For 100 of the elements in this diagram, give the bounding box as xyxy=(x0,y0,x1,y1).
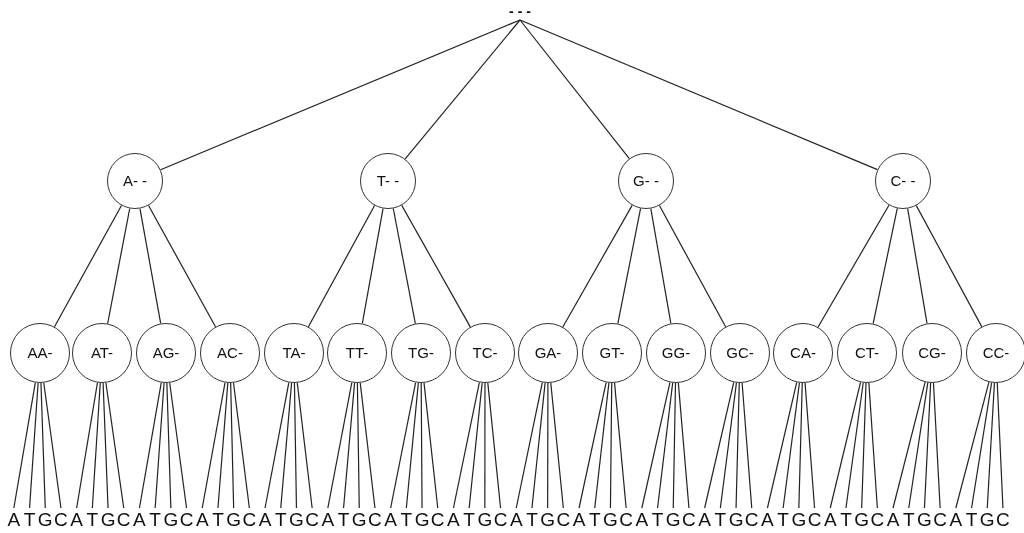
node-label: G xyxy=(602,508,619,530)
connector-line xyxy=(829,381,862,509)
connector-line xyxy=(519,19,878,171)
node-label: C xyxy=(932,508,948,530)
node-label: T xyxy=(461,508,477,530)
connector-line xyxy=(166,382,172,509)
connector-line xyxy=(487,382,502,509)
connector-line xyxy=(741,382,753,509)
node-label: C xyxy=(869,508,886,530)
node-label: T xyxy=(398,508,415,530)
node-label: G xyxy=(37,508,54,530)
connector-line xyxy=(955,381,990,509)
connector-line xyxy=(217,382,229,509)
connector-line xyxy=(970,382,993,509)
node-label: C xyxy=(115,508,132,530)
connector-line xyxy=(53,204,123,328)
node-label: C xyxy=(492,508,509,530)
connector-line xyxy=(845,382,864,509)
node-label: C xyxy=(806,508,823,530)
connector-line xyxy=(578,381,607,509)
node-label: A xyxy=(257,508,273,530)
node-label: G xyxy=(100,508,116,530)
connector-line xyxy=(107,207,131,325)
connector-line xyxy=(609,382,613,509)
node-label: C xyxy=(555,508,572,530)
connector-line xyxy=(735,382,740,509)
node-label: T xyxy=(210,508,226,530)
connector-line xyxy=(392,207,416,325)
connector-line xyxy=(232,382,250,509)
connector-line xyxy=(996,382,1004,509)
node-label: T xyxy=(84,508,101,530)
node-label: G xyxy=(225,508,242,530)
connector-line xyxy=(139,207,162,325)
connector-line xyxy=(932,382,941,509)
connector-line xyxy=(76,382,99,509)
connector-line xyxy=(91,382,101,509)
connector-line xyxy=(519,19,630,160)
connector-line xyxy=(641,381,671,509)
node-label: A xyxy=(634,508,650,530)
connector-line xyxy=(401,204,471,328)
connector-line xyxy=(861,382,867,509)
connector-line xyxy=(562,204,633,328)
connector-line xyxy=(923,382,932,509)
connector-line xyxy=(102,382,109,509)
node-label: C xyxy=(995,508,1011,530)
node-label: T xyxy=(963,508,980,530)
connector-line xyxy=(423,382,439,509)
node-label: G xyxy=(979,508,996,530)
node-label: C xyxy=(367,508,383,530)
connector-line xyxy=(40,382,46,509)
connector-line xyxy=(154,382,165,509)
connector-line xyxy=(484,382,486,509)
connector-line xyxy=(594,382,610,509)
connector-line xyxy=(105,382,125,509)
connector-line xyxy=(782,382,801,509)
node-label: G xyxy=(163,508,179,530)
connector-line xyxy=(907,208,928,325)
node-label: G xyxy=(728,508,744,530)
connector-line xyxy=(327,381,353,509)
connector-line xyxy=(280,382,293,509)
node-label: C xyxy=(429,508,446,530)
node-label: - - - xyxy=(490,2,550,20)
node-label: A xyxy=(320,508,336,530)
node-label: A xyxy=(822,508,839,530)
connector-line xyxy=(613,382,627,509)
connector-line xyxy=(452,381,480,509)
connector-line xyxy=(342,382,356,509)
node-label: A xyxy=(508,508,525,530)
connector-line xyxy=(908,382,929,509)
node-label: G xyxy=(351,508,368,530)
connector-line xyxy=(264,381,290,509)
connector-line xyxy=(43,382,62,509)
node-label: C xyxy=(53,508,69,530)
node-label: T xyxy=(524,508,540,530)
node-label: A xyxy=(6,508,22,530)
connector-line xyxy=(868,382,878,509)
connector-line xyxy=(872,207,898,325)
node-label: C xyxy=(241,508,258,530)
connector-line xyxy=(672,382,677,509)
node-label: G xyxy=(791,508,807,530)
node-label: C xyxy=(304,508,320,530)
node-label: G xyxy=(288,508,305,530)
connector-line xyxy=(404,19,521,160)
connector-line xyxy=(13,382,36,509)
connector-line xyxy=(361,207,384,325)
connector-line xyxy=(359,382,376,509)
connector-line xyxy=(677,382,690,509)
connector-line xyxy=(817,204,890,328)
connector-line xyxy=(915,205,983,328)
node-label: C xyxy=(618,508,634,530)
connector-line xyxy=(293,382,298,509)
connector-line xyxy=(531,382,546,509)
node-label: G xyxy=(916,508,933,530)
node-label: G xyxy=(665,508,682,530)
connector-line xyxy=(28,382,39,509)
node-label: A xyxy=(948,508,964,530)
connector-line xyxy=(650,208,672,325)
node-label: T xyxy=(147,508,163,530)
node-label: T xyxy=(272,508,289,530)
node-label: T xyxy=(900,508,917,530)
